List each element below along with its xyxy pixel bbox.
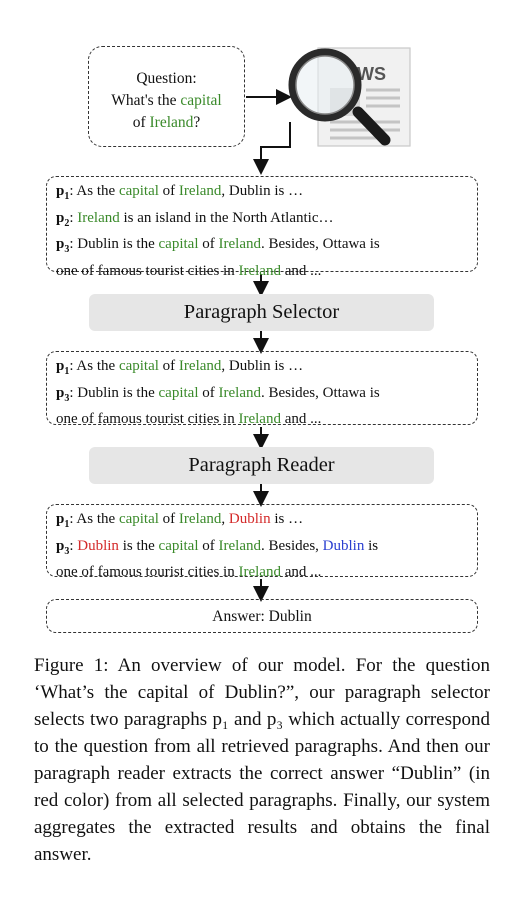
svg-text:WS: WS bbox=[357, 64, 386, 84]
question-line3: of Ireland? bbox=[132, 114, 201, 131]
figure-caption: Figure 1: An overview of our model. For … bbox=[34, 655, 490, 865]
read-p1: p1: As the capital of Ireland, Dublin is… bbox=[56, 511, 304, 530]
magnifier-icon bbox=[288, 48, 391, 146]
question-line2: What's the capital bbox=[111, 92, 222, 109]
paragraph-p2: p2: Ireland is an island in the North At… bbox=[56, 209, 334, 229]
read-p3-cont: one of famous tourist cities in Ireland … bbox=[56, 564, 322, 580]
read-paragraphs: p1: As the capital of Ireland, Dublin is… bbox=[46, 504, 478, 580]
selected-p3: p3: Dublin is the capital of Ireland. Be… bbox=[56, 384, 380, 404]
answer-box: Answer: Dublin bbox=[46, 599, 478, 633]
paragraph-p3: p3: Dublin is the capital of Ireland. Be… bbox=[56, 236, 380, 255]
read-p3: p3: Dublin is the capital of Ireland. Be… bbox=[56, 537, 379, 557]
paragraph-p3-cont: one of famous tourist cities in Ireland … bbox=[56, 262, 322, 279]
paragraph-reader: Paragraph Reader bbox=[89, 447, 434, 484]
paragraph-p1: p1: As the capital of Ireland, Dublin is… bbox=[56, 183, 304, 202]
question-heading: Question: bbox=[136, 70, 197, 87]
answer-label: Answer: Dublin bbox=[212, 608, 312, 625]
reader-label: Paragraph Reader bbox=[188, 454, 335, 476]
paragraph-selector: Paragraph Selector bbox=[89, 294, 434, 331]
arrow-to-paragraphs bbox=[253, 122, 291, 175]
question-box: Question: What's the capital of Ireland? bbox=[88, 46, 245, 147]
selector-label: Paragraph Selector bbox=[183, 301, 340, 323]
selected-p3-cont: one of famous tourist cities in Ireland … bbox=[56, 411, 322, 427]
retrieved-paragraphs: p1: As the capital of Ireland, Dublin is… bbox=[46, 176, 478, 279]
selected-paragraphs: p1: As the capital of Ireland, Dublin is… bbox=[46, 351, 478, 427]
selected-p1: p1: As the capital of Ireland, Dublin is… bbox=[56, 358, 304, 377]
